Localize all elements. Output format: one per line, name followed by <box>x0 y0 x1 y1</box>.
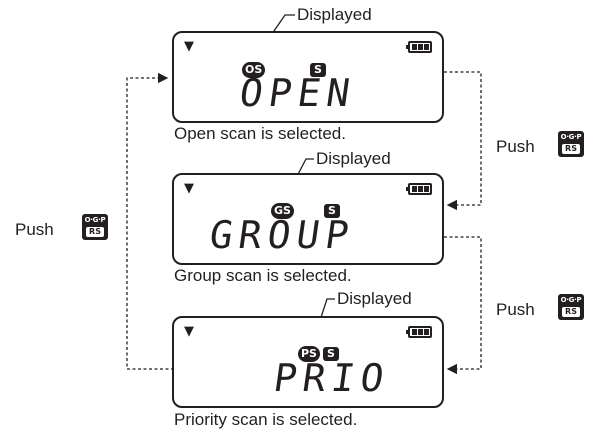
lcd-screen-open: ▼ OS S OPEN <box>172 31 444 123</box>
lcd-screen-prio: ▼ PS S PRIO <box>172 316 444 408</box>
caption-prio: Priority scan is selected. <box>174 410 358 429</box>
battery-icon <box>406 41 432 53</box>
arrow-group-to-prio <box>444 236 482 375</box>
key-icon: O·G·P RS <box>558 131 584 157</box>
lcd-text-open: OPEN <box>236 71 359 115</box>
antenna-icon: ▼ <box>184 181 194 196</box>
mode-badge-os: OS <box>242 62 266 78</box>
key-icon: O·G·P RS <box>82 214 108 240</box>
skip-badge: S <box>324 204 340 218</box>
antenna-icon: ▼ <box>184 39 194 54</box>
push-label-left: Push <box>15 220 54 239</box>
arrow-prio-to-open <box>126 72 174 370</box>
push-label-right-1: Push <box>496 137 535 156</box>
caption-open: Open scan is selected. <box>174 124 346 143</box>
antenna-icon: ▼ <box>184 324 194 339</box>
skip-badge: S <box>310 63 326 77</box>
push-label-right-2: Push <box>496 300 535 319</box>
lcd-screen-group: ▼ GS S GROUP <box>172 173 444 265</box>
battery-icon <box>406 183 432 195</box>
battery-icon <box>406 326 432 338</box>
arrow-open-to-group <box>444 71 482 211</box>
skip-badge: S <box>323 347 339 361</box>
mode-badge-gs: GS <box>271 203 294 219</box>
lcd-text-prio: PRIO <box>270 356 393 400</box>
displayed-label-1: Displayed <box>297 5 372 24</box>
key-icon: O·G·P RS <box>558 294 584 320</box>
caption-group: Group scan is selected. <box>174 266 352 285</box>
lcd-text-group: GROUP <box>206 213 358 257</box>
displayed-label-3: Displayed <box>337 289 412 308</box>
displayed-label-2: Displayed <box>316 149 391 168</box>
mode-badge-ps: PS <box>298 346 320 362</box>
